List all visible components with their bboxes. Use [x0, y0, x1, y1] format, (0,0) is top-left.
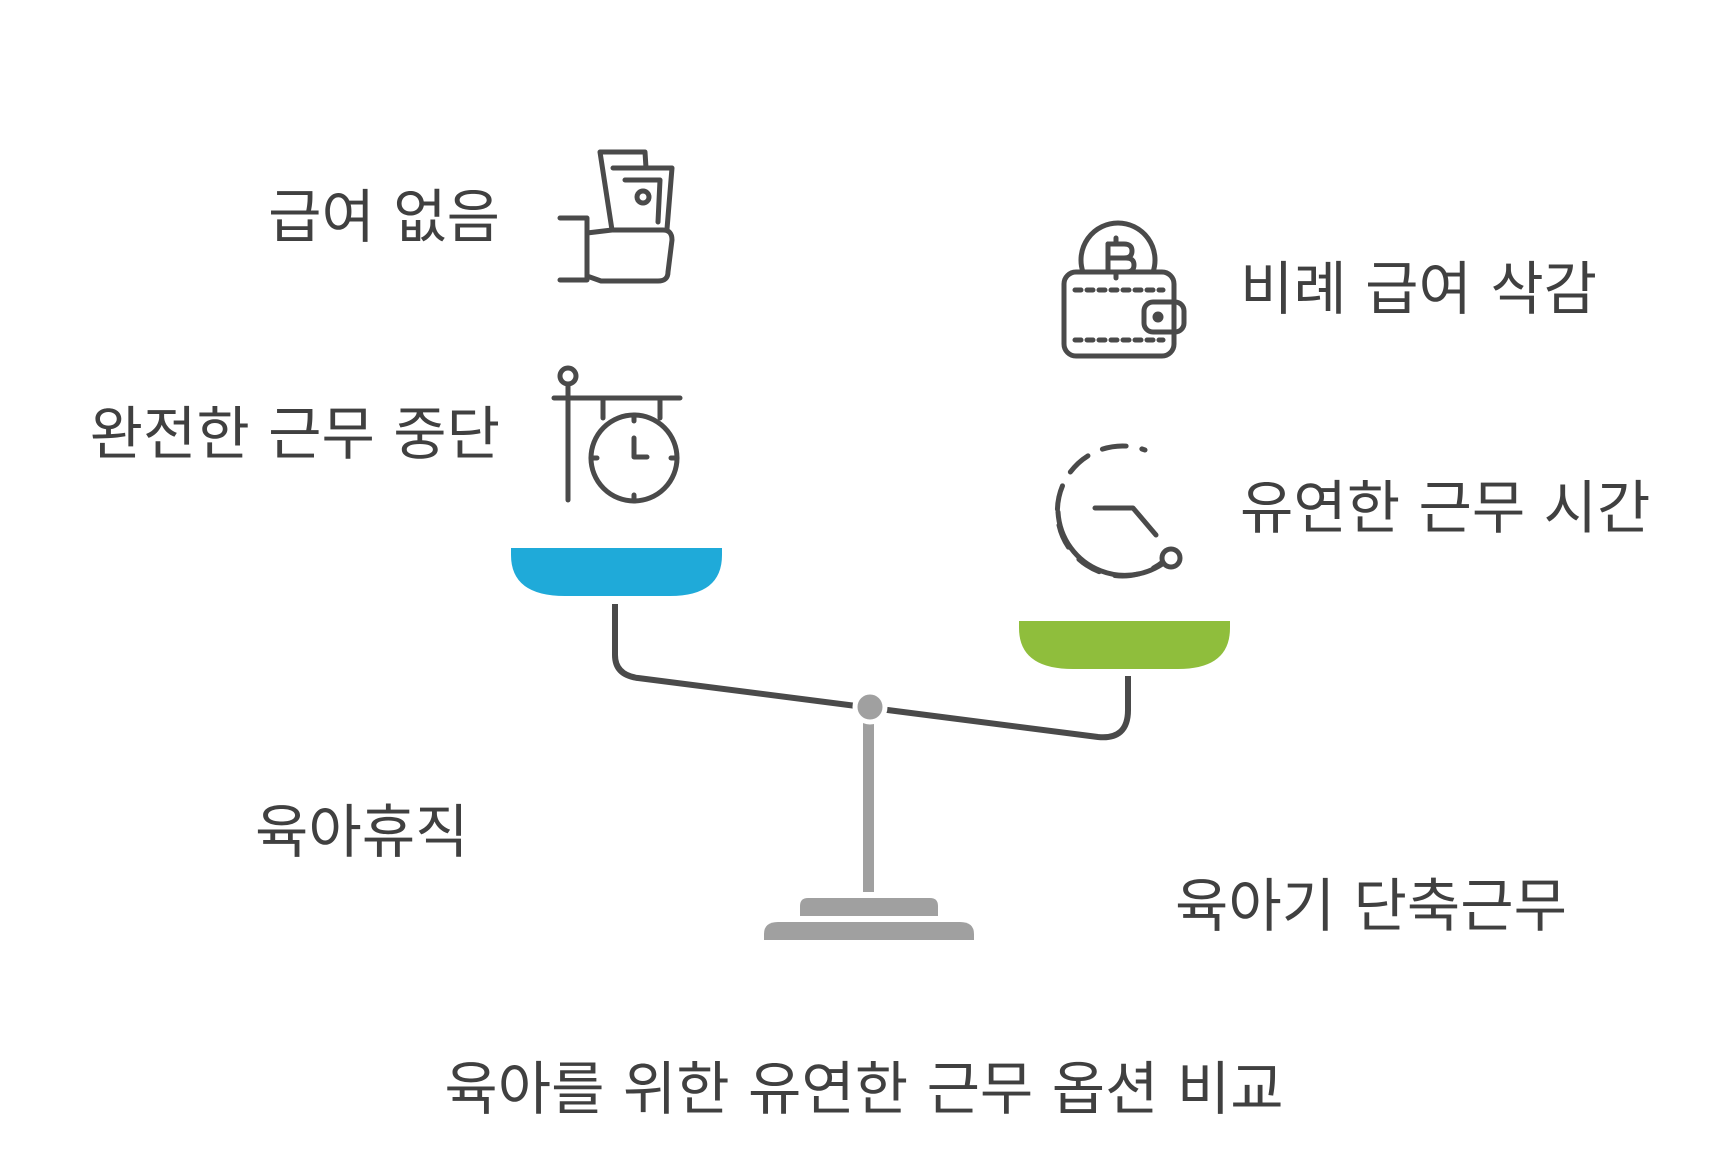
scale-pivot: [852, 689, 888, 725]
scale-pole: [863, 700, 874, 892]
scale-base: [764, 898, 974, 940]
left-pan: [511, 548, 722, 596]
left-feature-1-label: 급여 없음: [268, 183, 500, 251]
left-feature-2-label: 완전한 근무 중단: [89, 400, 500, 468]
hanging-clock-sign-icon: [551, 365, 683, 504]
right-option-name: 육아기 단축근무: [1175, 872, 1567, 940]
hand-holding-money-icon: [557, 149, 675, 284]
diagram-title: 육아를 위한 유연한 근무 옵션 비교: [444, 1055, 1284, 1123]
right-feature-2-label: 유연한 근무 시간: [1240, 474, 1651, 542]
right-pan: [1019, 621, 1230, 669]
right-feature-1-label: 비례 급여 삭감: [1240, 255, 1598, 323]
dashed-clock-icon: [1054, 443, 1183, 579]
left-option-name: 육아휴직: [255, 798, 469, 866]
wallet-bitcoin-icon: [1061, 220, 1187, 359]
